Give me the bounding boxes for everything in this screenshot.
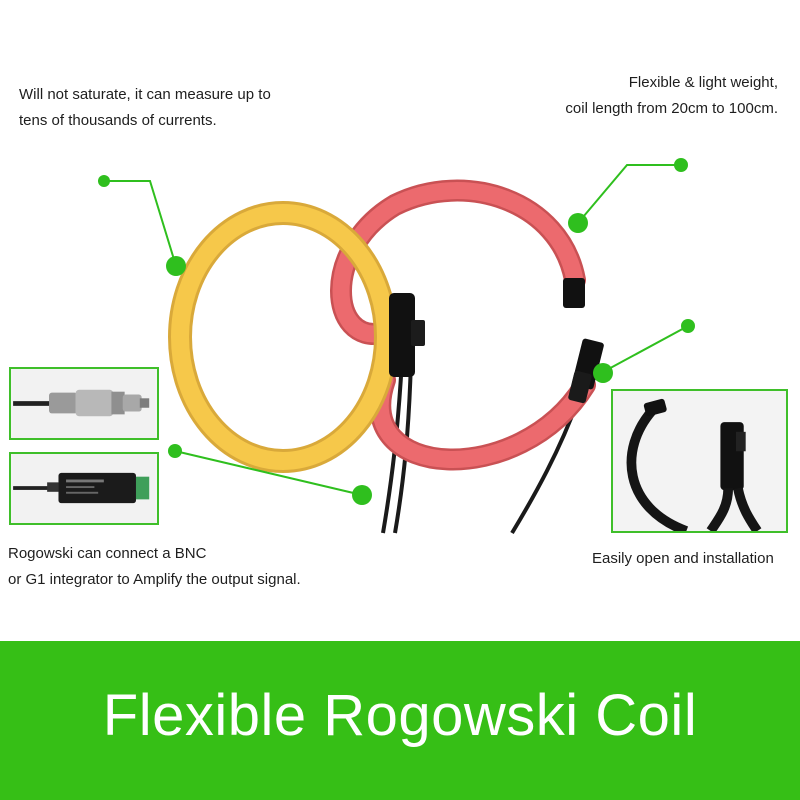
coil-connector (563, 278, 585, 308)
callout-dot (568, 213, 588, 233)
callout-dot (352, 485, 372, 505)
caption-line: tens of thousands of currents. (19, 112, 217, 129)
callout-dot (98, 175, 110, 187)
coil-connector (411, 320, 425, 346)
installation-illustration (613, 391, 786, 531)
callout-dot (593, 363, 613, 383)
installation-photo (611, 389, 788, 533)
coil-illustration (98, 158, 695, 535)
callout-dot (674, 158, 688, 172)
callout-flexible (577, 164, 681, 224)
callout-dot (166, 256, 186, 276)
integrator-illustration (13, 454, 155, 523)
caption-flexible: Flexible & light weight, coil length fro… (565, 70, 778, 122)
caption-saturation: Will not saturate, it can measure up to … (19, 82, 271, 134)
callout-dot (168, 444, 182, 458)
integrator-photo (9, 452, 159, 525)
caption-installation: Easily open and installation (592, 546, 774, 572)
coil-connector (568, 370, 592, 404)
callout-installation (602, 325, 689, 373)
coil-connector (389, 293, 415, 377)
caption-line: or G1 integrator to Amplify the output s… (8, 571, 301, 588)
caption-line: Easily open and installation (592, 550, 774, 567)
caption-line: coil length from 20cm to 100cm. (565, 100, 778, 117)
banner-title: Flexible Rogowski Coil (102, 683, 698, 748)
yellow-rogowski-coil (168, 201, 425, 473)
bnc-connector-illustration (13, 369, 155, 438)
caption-line: Rogowski can connect a BNC (8, 545, 207, 562)
bnc-connector-photo (9, 367, 159, 440)
title-banner: Flexible Rogowski Coil (0, 641, 800, 800)
caption-line: Will not saturate, it can measure up to (19, 86, 271, 103)
callout-dot (681, 319, 695, 333)
callout-bnc (174, 450, 363, 496)
callout-saturation (104, 180, 177, 267)
caption-bnc-integrator: Rogowski can connect a BNC or G1 integra… (8, 541, 301, 593)
caption-line: Flexible & light weight, (628, 74, 778, 91)
